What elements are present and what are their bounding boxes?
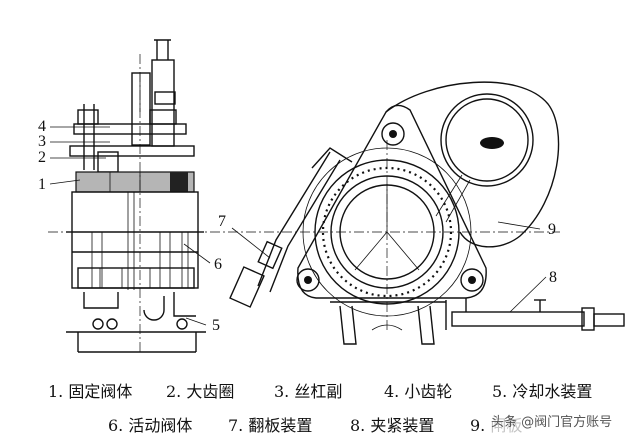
leader-lines — [49, 126, 547, 326]
screw-column — [131, 72, 151, 146]
legend-item-2: 2. 大齿圈 — [166, 382, 235, 401]
flip-plate-cylinder — [229, 266, 265, 308]
legend-item-1: 1. 固定阀体 — [48, 382, 133, 401]
cooling-pipe-left — [83, 292, 119, 309]
legend-item-5: 5. 冷却水装置 — [492, 382, 593, 401]
side-section-view — [66, 39, 206, 354]
legend-item-7: 7. 翻板装置 — [228, 416, 313, 435]
callout-1: 1 — [38, 176, 46, 193]
legend-item-3: 3. 丝杠副 — [274, 382, 343, 401]
callout-7: 7 — [218, 213, 226, 230]
cooling-loop — [143, 296, 165, 321]
gate-housing — [385, 81, 560, 248]
front-elevation-view — [229, 81, 625, 345]
watermark-text: 头条 @阀门官方账号 — [488, 413, 616, 433]
carrier-plate — [297, 104, 487, 299]
legend-item-8: 8. 夹紧装置 — [350, 416, 435, 435]
callout-4: 4 — [38, 118, 46, 135]
top-flange — [73, 123, 187, 135]
clamp-rod — [451, 311, 585, 327]
callout-2: 2 — [38, 149, 46, 166]
flip-plate-arm — [257, 151, 331, 287]
callout-6: 6 — [214, 256, 222, 273]
legend-item-6: 6. 活动阀体 — [108, 416, 193, 435]
gate-handhole — [480, 137, 504, 149]
valve-body-side — [71, 191, 199, 289]
callout-9: 9 — [548, 221, 556, 238]
callout-8: 8 — [549, 269, 557, 286]
legend-item-4: 4. 小齿轮 — [384, 382, 453, 401]
callout-5: 5 — [212, 317, 220, 334]
callout-3: 3 — [38, 133, 46, 150]
